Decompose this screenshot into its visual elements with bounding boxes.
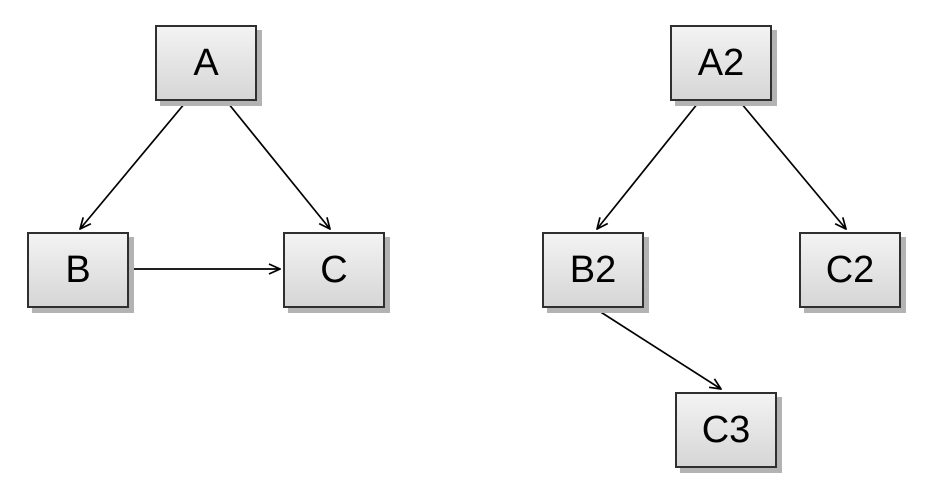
node-label-C3: C3: [701, 409, 751, 451]
node-label-A: A: [193, 42, 219, 84]
node-C[interactable]: C: [283, 232, 385, 308]
node-label-A2: A2: [697, 42, 745, 84]
node-B2[interactable]: B2: [542, 232, 644, 308]
node-C2[interactable]: C2: [799, 232, 901, 308]
edge-A2-C2[interactable]: [740, 102, 846, 229]
node-B[interactable]: B: [27, 232, 129, 308]
node-label-C2: C2: [825, 249, 875, 291]
node-A2[interactable]: A2: [670, 25, 772, 101]
node-A[interactable]: A: [155, 25, 257, 101]
node-label-B: B: [65, 249, 91, 291]
node-label-C: C: [320, 249, 348, 291]
edge-A2-B2[interactable]: [597, 102, 699, 229]
edge-A-B[interactable]: [80, 102, 186, 229]
edge-B2-C3[interactable]: [595, 308, 721, 389]
edge-A-C[interactable]: [227, 102, 330, 229]
node-C3[interactable]: C3: [675, 392, 777, 468]
node-label-B2: B2: [569, 249, 617, 291]
